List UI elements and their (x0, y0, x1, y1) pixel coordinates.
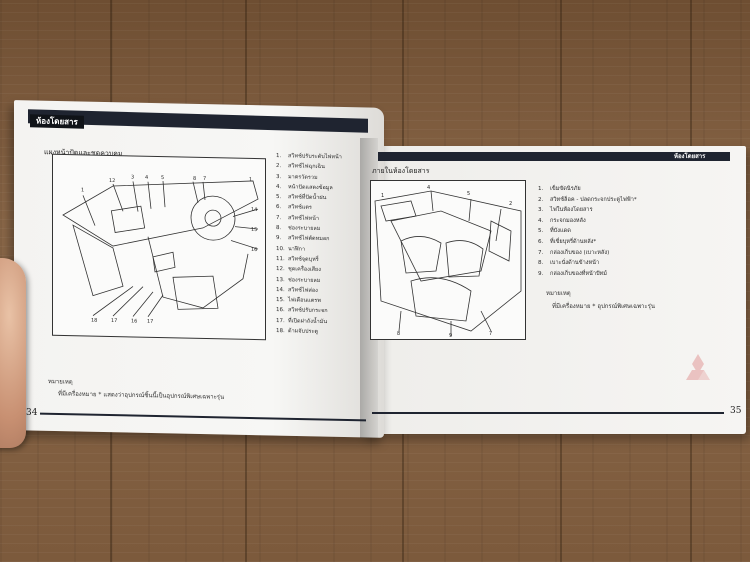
brand-logo-icon (686, 354, 710, 380)
dashboard-diagram: 1 12 3 4 5 8 7 1 14 15 16 18 17 16 17 (52, 153, 266, 341)
right-legend-list: 1.เข็มขัดนิรภัย 2.สวิทช์ล็อค - ปลดกระจกป… (538, 184, 718, 279)
holding-thumb (0, 258, 26, 448)
svg-text:3: 3 (131, 174, 134, 180)
left-legend-list: 1.สวิทช์ปรับระดับไฟหน้า 2.สวิทช์ไฟฉุกเฉิ… (276, 151, 368, 338)
list-item: 1.เข็มขัดนิรภัย (538, 186, 581, 192)
svg-text:12: 12 (109, 178, 115, 184)
right-header-bar (378, 152, 730, 161)
list-item: 3.ไฟในห้องโดยสาร (538, 207, 593, 214)
svg-text:4: 4 (427, 185, 430, 191)
list-item: 7.กล่องเก็บของ (เบาะหลัง) (538, 249, 610, 256)
svg-text:9: 9 (449, 333, 452, 339)
list-item: 5.ที่บังแดด (538, 228, 571, 235)
left-note: หมายเหตุ ที่มีเครื่องหมาย * แสดงว่าอุปกร… (48, 376, 224, 402)
right-note: หมายเหตุ ที่มีเครื่องหมาย * อุปกรณ์พิเศษ… (546, 288, 655, 311)
list-item: 8.เบาะนั่งด้านข้างหน้า (538, 260, 600, 267)
note-title: หมายเหตุ (48, 378, 73, 386)
svg-text:1: 1 (381, 193, 384, 199)
svg-text:5: 5 (467, 191, 470, 197)
left-header-title: ห้องโดยสาร (30, 114, 84, 129)
svg-text:18: 18 (91, 318, 97, 324)
list-item: 18.ด้ามจับประตู (276, 328, 318, 335)
svg-text:17: 17 (111, 318, 117, 324)
svg-text:15: 15 (251, 227, 257, 233)
svg-text:1: 1 (249, 177, 252, 183)
svg-text:1: 1 (81, 187, 84, 193)
right-footer-rule (372, 412, 724, 414)
svg-text:4: 4 (145, 175, 148, 181)
right-diagram-caption: ภายในห้องโดยสาร (372, 167, 430, 175)
svg-text:2: 2 (509, 201, 512, 207)
svg-text:16: 16 (251, 247, 257, 253)
list-item: 6.ที่เขี่ยบุหรี่ด้านหลัง* (538, 238, 597, 245)
cabin-interior-diagram: 1 4 5 2 8 9 7 (370, 180, 526, 340)
cabin-line-drawing: 1 4 5 2 8 9 7 (374, 185, 522, 339)
svg-text:8: 8 (193, 176, 196, 182)
list-item: 4.กระจกมองหลัง (538, 217, 586, 224)
dashboard-line-drawing: 1 12 3 4 5 8 7 1 14 15 16 18 17 16 17 (62, 174, 259, 325)
svg-text:14: 14 (251, 207, 257, 213)
svg-text:16: 16 (131, 318, 137, 324)
svg-text:8: 8 (397, 331, 400, 337)
svg-text:7: 7 (203, 176, 206, 182)
right-page-number: 35 (730, 406, 742, 416)
svg-text:5: 5 (161, 175, 164, 181)
note-text: ที่มีเครื่องหมาย * อุปกรณ์พิเศษเฉพาะรุ่น (552, 303, 655, 310)
svg-text:7: 7 (489, 331, 492, 337)
left-page-number: 34 (26, 408, 38, 418)
svg-text:17: 17 (147, 319, 153, 325)
right-header-title: ห้องโดยสาร (674, 153, 706, 160)
list-item: 9.กล่องเก็บของที่หน้าปัทม์ (538, 270, 607, 277)
note-title: หมายเหตุ (546, 290, 571, 297)
list-item: 2.สวิทช์ล็อค - ปลดกระจกประตูไฟฟ้า* (538, 196, 637, 203)
